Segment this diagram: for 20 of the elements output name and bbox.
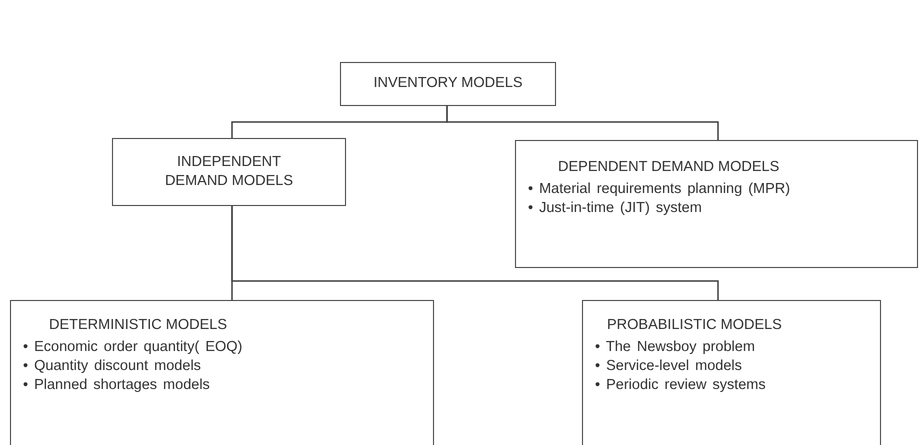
- model-box: [582, 300, 881, 445]
- list-item: • Economic order quantity( EOQ): [23, 339, 244, 355]
- model-box: [340, 62, 556, 106]
- box-heading: PROBABILISTIC MODELS: [607, 317, 783, 333]
- list-item: • Periodic review systems: [595, 377, 767, 393]
- model-box: [10, 300, 434, 445]
- list-item: • Material requirements planning (MPR): [528, 181, 792, 197]
- box-heading: INVENTORY MODELS: [372, 75, 524, 91]
- list-item: • Just-in-time (JIT) system: [528, 200, 703, 216]
- box-heading: DEPENDENT DEMAND MODELS: [558, 159, 780, 175]
- model-box: [515, 140, 918, 268]
- box-heading: DETERMINISTIC MODELS: [49, 317, 228, 333]
- box-heading: INDEPENDENT DEMAND MODELS: [164, 153, 294, 191]
- list-item: • Quantity discount models: [23, 358, 202, 374]
- list-item: • The Newsboy problem: [595, 339, 756, 355]
- model-box: [112, 138, 346, 206]
- list-item: • Planned shortages models: [23, 377, 211, 393]
- list-item: • Service-level models: [595, 358, 743, 374]
- connector-line: [231, 206, 719, 300]
- connector-line: [446, 106, 719, 140]
